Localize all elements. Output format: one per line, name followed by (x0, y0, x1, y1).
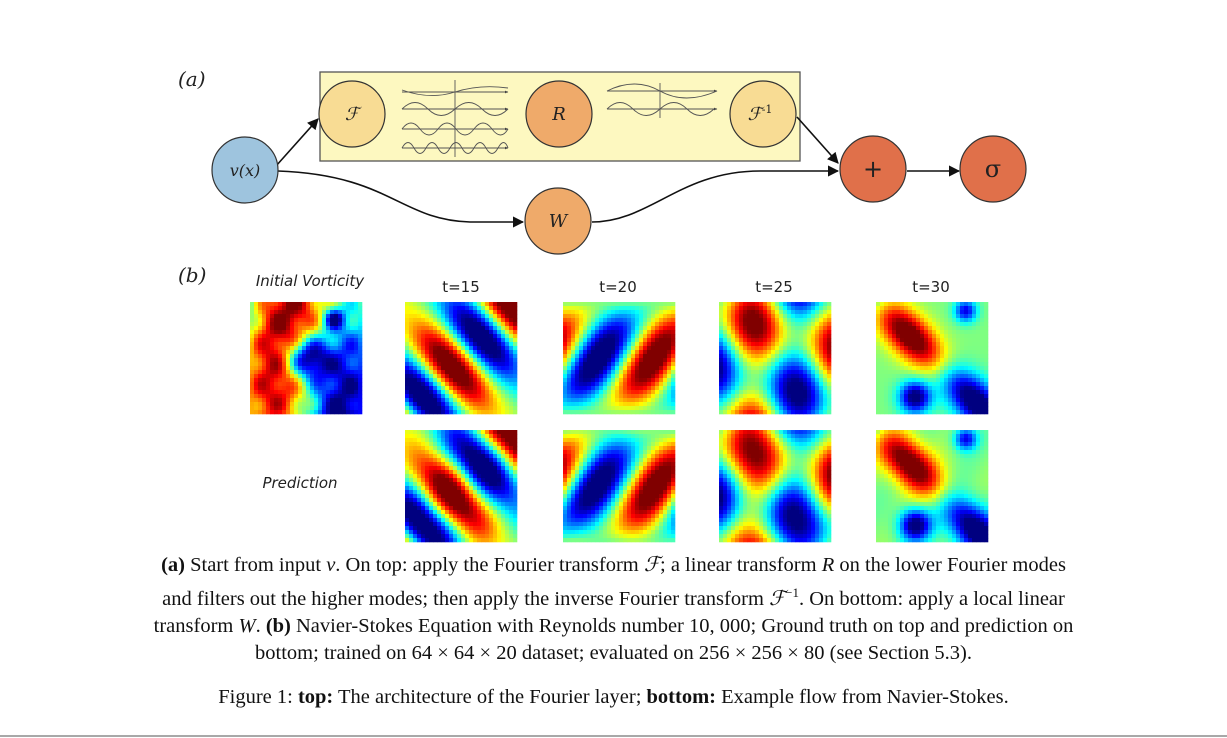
sum-node: + (839, 135, 907, 203)
caption-line-3: transform W. (b) Navier-Stokes Equation … (153, 614, 1074, 637)
edge-inverse-to-sum (796, 116, 839, 164)
W-node-label: W (549, 211, 569, 232)
input-node: v(x) (211, 136, 279, 204)
panel-b-label: (b) (178, 263, 206, 287)
inverse-fourier-node-label: ℱ-1 (748, 103, 773, 125)
fourier-node-label: ℱ (345, 104, 362, 125)
input-node-label: v(x) (230, 161, 261, 180)
caption-line-2: and filters out the higher modes; then a… (162, 585, 1065, 610)
time-label-15: t=15 (442, 278, 480, 296)
subfigure-caption: (a) Start from input v. On top: apply th… (20, 552, 1207, 667)
ground-truth-field (876, 302, 989, 415)
fourier-node: ℱ (318, 80, 386, 148)
time-label-20: t=20 (599, 278, 637, 296)
sum-node-label: + (863, 155, 883, 183)
prediction-label: Prediction (262, 474, 337, 492)
caption-line-1: (a) Start from input v. On top: apply th… (161, 554, 1066, 576)
activation-node: σ (959, 135, 1027, 203)
initial-vorticity-field (250, 302, 363, 415)
prediction-field (719, 430, 832, 543)
edge-input-to-W (277, 170, 525, 228)
prediction-field (876, 430, 989, 543)
initial-vorticity-label: Initial Vorticity (256, 272, 365, 290)
W-node: W (524, 187, 592, 255)
ground-truth-field (563, 302, 676, 415)
time-label-30: t=30 (912, 278, 950, 296)
prediction-field (405, 430, 518, 543)
panel-a-label: (a) (178, 67, 206, 91)
figure-diagram: (a) (b) v(x) ℱ R ℱ-1 (178, 67, 1027, 543)
prediction-field (563, 430, 676, 543)
time-label-25: t=25 (755, 278, 793, 296)
activation-node-label: σ (985, 155, 1001, 183)
filtered-modes-waves-icon (606, 83, 718, 118)
edge-input-to-fourier (275, 118, 319, 167)
fourier-modes-waves-icon (401, 80, 509, 157)
R-node: R (525, 80, 593, 148)
page-bottom-rule (0, 735, 1227, 737)
ground-truth-field (405, 302, 518, 415)
figure-caption: Figure 1: top: The architecture of the F… (218, 686, 1009, 708)
R-node-label: R (551, 104, 566, 125)
inverse-fourier-node: ℱ-1 (729, 80, 797, 148)
ground-truth-field (719, 302, 832, 415)
edge-W-to-sum (591, 165, 840, 223)
caption-line-4: bottom; trained on 64 × 64 × 20 dataset;… (255, 641, 972, 664)
